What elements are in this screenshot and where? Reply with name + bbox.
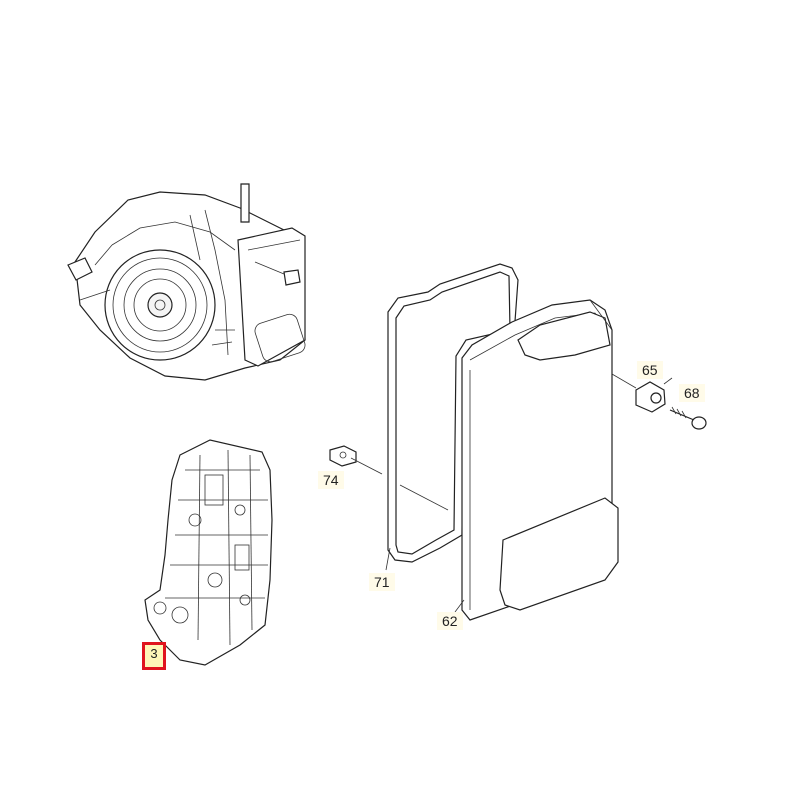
valve-body[interactable] [144,439,273,666]
callout-62[interactable]: 62 [437,612,463,630]
clamp-part[interactable] [635,381,666,413]
callout-68[interactable]: 68 [679,384,705,402]
oil-pan[interactable] [461,299,619,621]
callout-65[interactable]: 65 [637,361,663,379]
bolt-part[interactable] [669,406,707,430]
callout-74[interactable]: 74 [318,471,344,489]
leader-lines [350,373,673,613]
magnet-part[interactable] [329,445,357,467]
callout-3[interactable]: 3 [142,642,166,670]
callout-71[interactable]: 71 [369,573,395,591]
transmission-assembly[interactable] [67,183,307,381]
